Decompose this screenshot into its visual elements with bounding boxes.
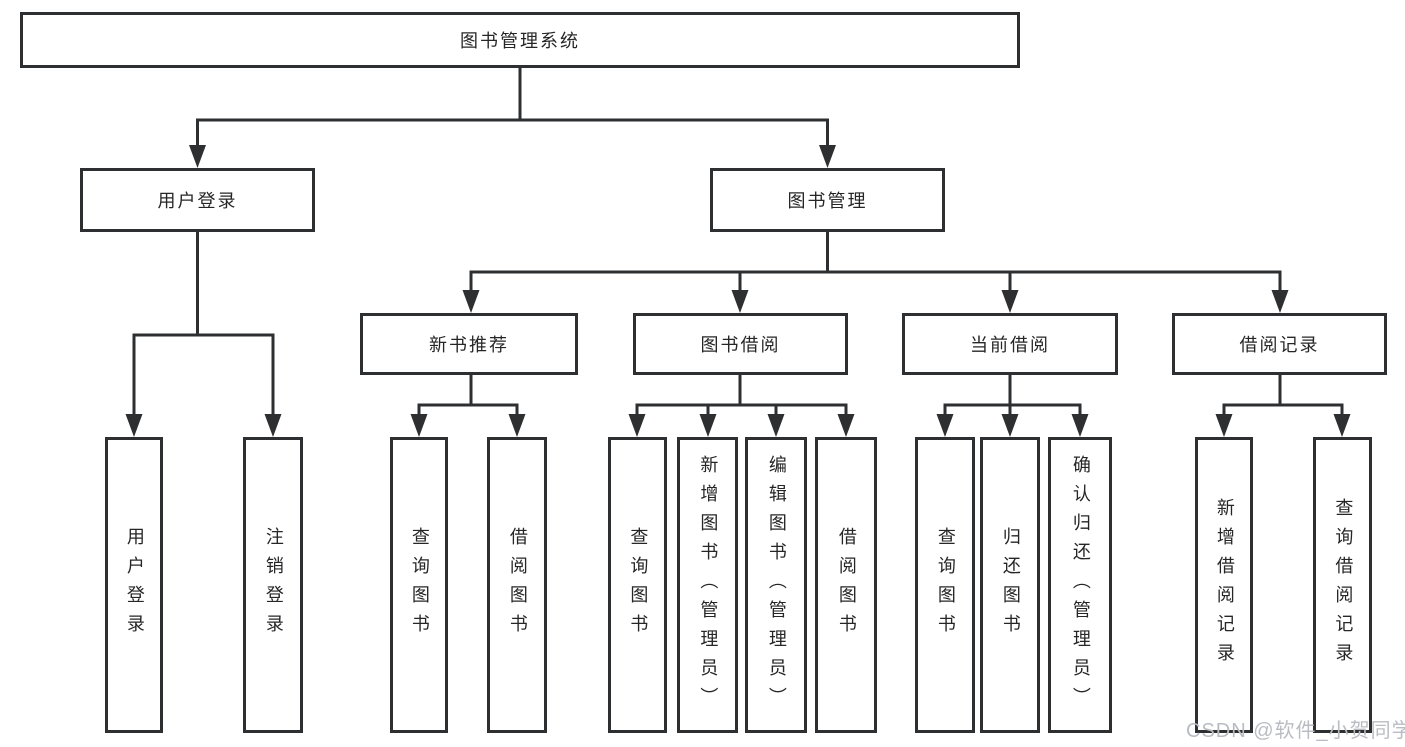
arrow-down-icon: [1333, 414, 1351, 437]
node-label: 归还图书: [1000, 527, 1021, 643]
leaf-query-books-current: 查询图书: [915, 437, 975, 733]
leaf-borrow-books-recommend: 借阅图书: [487, 437, 547, 733]
node-label: 借阅记录: [1239, 335, 1320, 355]
node-label: 查询图书: [409, 527, 430, 643]
node-user-login: 用户登录: [80, 168, 315, 232]
arrow-down-icon: [1071, 414, 1089, 437]
node-label: 新增图书（管理员）: [698, 454, 719, 716]
leaf-add-borrow-record: 新增借阅记录: [1195, 437, 1253, 733]
arrow-down-icon: [125, 414, 143, 437]
connector-user-login-branch: [125, 232, 282, 437]
connector-new-book-branch: [410, 375, 526, 437]
node-label: 查询借阅记录: [1333, 498, 1354, 672]
leaf-return-books: 归还图书: [980, 437, 1040, 733]
arrow-down-icon: [936, 414, 954, 437]
arrow-down-icon: [264, 414, 282, 437]
node-label: 用户登录: [124, 527, 145, 643]
leaf-query-books-recommend: 查询图书: [390, 437, 448, 733]
node-label: 确认归还（管理员）: [1070, 454, 1091, 716]
connector-current-borrow-branch: [936, 375, 1089, 437]
leaf-user-login: 用户登录: [105, 437, 163, 733]
node-label: 查询图书: [628, 527, 649, 643]
node-label: 图书借阅: [700, 335, 781, 355]
leaf-logout: 注销登录: [243, 437, 303, 733]
node-label: 新书推荐: [429, 335, 509, 355]
arrow-down-icon: [508, 414, 526, 437]
node-label: 当前借阅: [970, 335, 1050, 355]
node-label: 借阅图书: [836, 527, 857, 643]
node-label: 查询图书: [935, 527, 956, 643]
node-borrow-record: 借阅记录: [1172, 313, 1387, 375]
node-label: 新增借阅记录: [1214, 498, 1235, 672]
leaf-query-books-borrow: 查询图书: [608, 437, 667, 733]
leaf-add-books-admin: 新增图书（管理员）: [677, 437, 738, 733]
node-label: 图书管理系统: [460, 31, 580, 51]
node-root-system: 图书管理系统: [20, 12, 1020, 68]
arrow-down-icon: [767, 414, 785, 437]
node-book-borrow: 图书借阅: [633, 313, 848, 375]
csdn-watermark: CSDN @软件_小贺同学: [1186, 720, 1405, 742]
connector-book-borrow-branch: [628, 375, 855, 437]
arrow-down-icon: [189, 145, 206, 168]
arrow-down-icon: [1001, 290, 1019, 313]
node-label: 编辑图书（管理员）: [766, 454, 787, 716]
arrow-down-icon: [699, 414, 717, 437]
node-label: 借阅图书: [507, 527, 528, 643]
connector-borrow-record-branch: [1215, 375, 1351, 437]
leaf-borrow-books: 借阅图书: [815, 437, 877, 733]
arrow-down-icon: [462, 290, 480, 313]
node-label: 用户登录: [157, 191, 238, 211]
arrow-down-icon: [837, 414, 855, 437]
arrow-down-icon: [628, 414, 646, 437]
node-current-borrow: 当前借阅: [902, 313, 1118, 375]
leaf-confirm-return-admin: 确认归还（管理员）: [1048, 437, 1112, 733]
node-label: 图书管理: [787, 191, 868, 211]
arrow-down-icon: [731, 290, 749, 313]
arrow-down-icon: [1001, 414, 1019, 437]
arrow-down-icon: [1215, 414, 1233, 437]
arrow-down-icon: [1271, 290, 1289, 313]
connector-book-mgmt-branch: [462, 232, 1289, 313]
leaf-query-borrow-record: 查询借阅记录: [1313, 437, 1372, 733]
arrow-down-icon: [819, 145, 836, 168]
node-book-management: 图书管理: [710, 168, 945, 232]
node-new-book-recommend: 新书推荐: [360, 313, 578, 375]
node-label: 注销登录: [263, 527, 284, 643]
leaf-edit-books-admin: 编辑图书（管理员）: [745, 437, 807, 733]
arrow-down-icon: [410, 414, 428, 437]
connector-root-to-level2: [189, 68, 836, 168]
